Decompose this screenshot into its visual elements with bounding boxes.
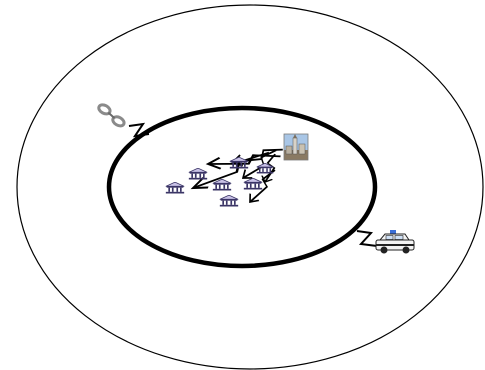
bank-building-icon (165, 182, 185, 194)
city-building-icon (283, 133, 309, 161)
bank-building-icon (188, 168, 208, 180)
bank-building-icon (219, 195, 239, 207)
ring-break-marker-right (356, 230, 378, 247)
handcuffs-icon (97, 103, 126, 128)
bank-building-icon (243, 178, 263, 190)
ring-break-marker-left (128, 122, 150, 138)
inner-zone-ring (106, 105, 378, 269)
influence-arrows (189, 143, 286, 207)
police-car-icon (375, 230, 415, 254)
bank-building-icon (212, 179, 232, 191)
outer-zone-ring (16, 4, 484, 370)
